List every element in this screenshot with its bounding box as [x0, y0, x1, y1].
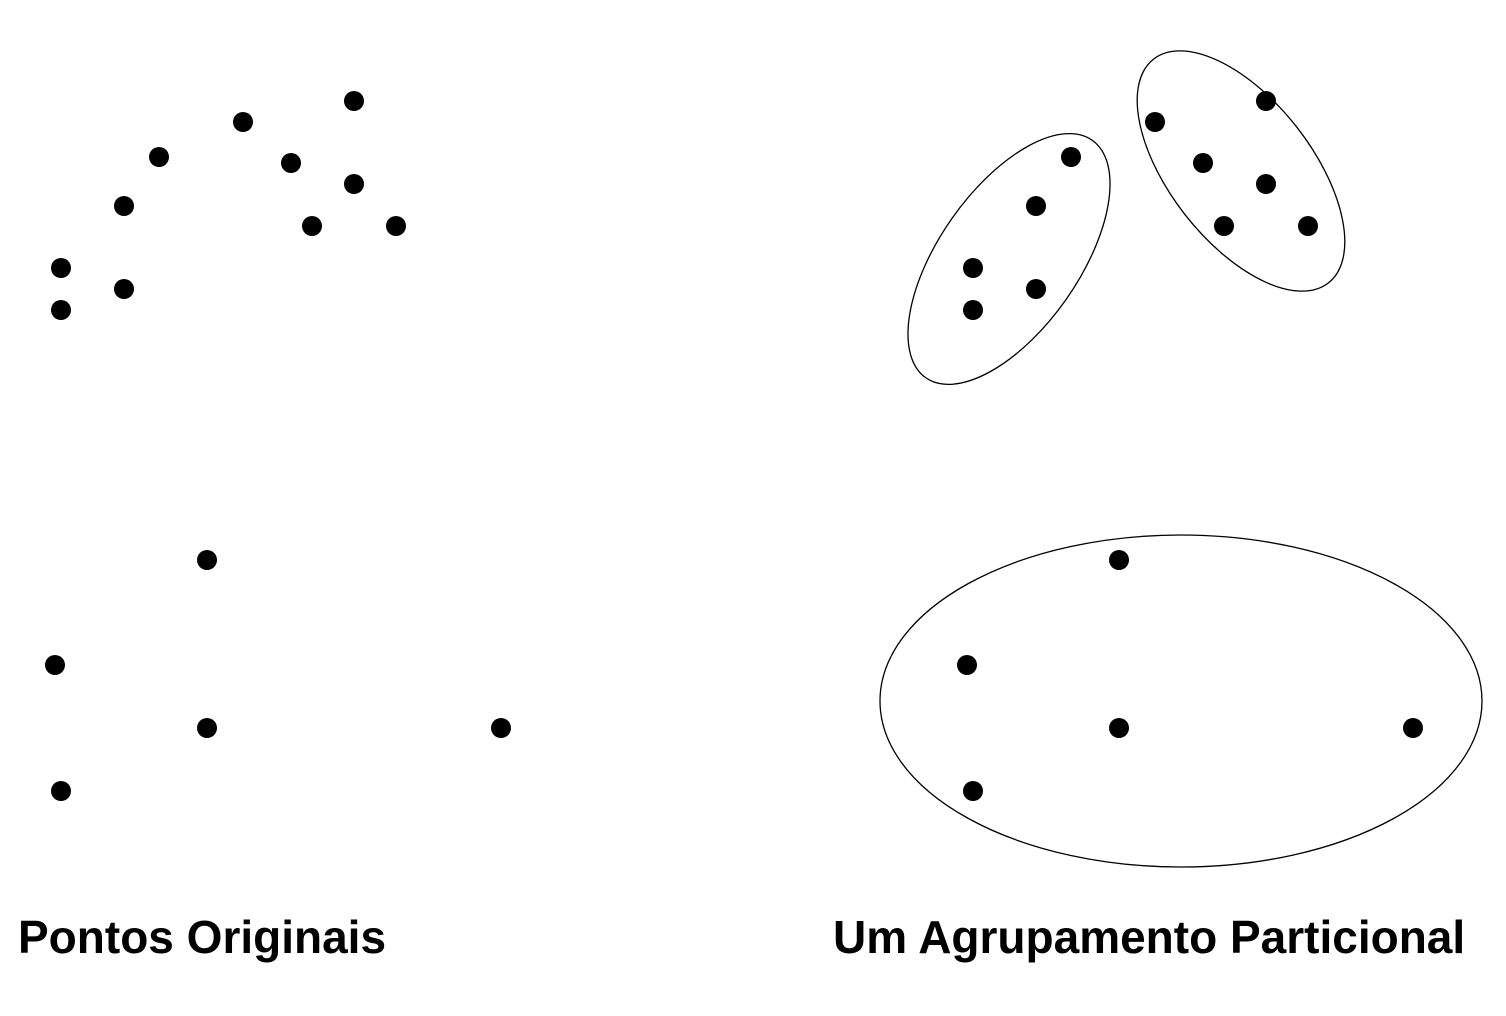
caption-partitional-clustering: Um Agrupamento Particional	[833, 911, 1466, 963]
clustered-point-5	[1061, 147, 1081, 167]
clustered-point-9	[1256, 174, 1276, 194]
clustered-point-12	[1109, 550, 1129, 570]
original-point-9	[344, 174, 364, 194]
clustered-point-10	[1214, 216, 1234, 236]
original-point-12	[197, 550, 217, 570]
clustered-point-15	[1403, 718, 1423, 738]
cluster-1-outline	[907, 132, 1111, 386]
clustered-point-8	[1193, 153, 1213, 173]
cluster-outlines-group	[879, 50, 1483, 868]
original-point-15	[491, 718, 511, 738]
clustered-point-1	[963, 258, 983, 278]
caption-original-points: Pontos Originais	[18, 911, 387, 963]
original-point-13	[45, 655, 65, 675]
original-point-4	[114, 279, 134, 299]
original-point-8	[281, 153, 301, 173]
original-point-1	[51, 258, 71, 278]
original-point-16	[51, 781, 71, 801]
original-point-2	[51, 300, 71, 320]
clustered-point-13	[957, 655, 977, 675]
cluster-2-outline	[1136, 50, 1346, 292]
clustered-point-16	[963, 781, 983, 801]
clustered-point-11	[1298, 216, 1318, 236]
clustered-point-2	[963, 300, 983, 320]
original-point-10	[302, 216, 322, 236]
original-point-5	[149, 147, 169, 167]
original-point-7	[344, 91, 364, 111]
original-point-14	[197, 718, 217, 738]
clustered-point-7	[1256, 91, 1276, 111]
clustered-point-3	[1026, 196, 1046, 216]
original-point-11	[386, 216, 406, 236]
clustered-point-14	[1109, 718, 1129, 738]
clustered-points-group	[957, 91, 1423, 801]
original-points-group	[45, 91, 511, 801]
clustered-point-4	[1026, 279, 1046, 299]
clustered-point-6	[1145, 112, 1165, 132]
original-point-6	[233, 112, 253, 132]
original-point-3	[114, 196, 134, 216]
cluster-3-outline	[879, 534, 1483, 868]
